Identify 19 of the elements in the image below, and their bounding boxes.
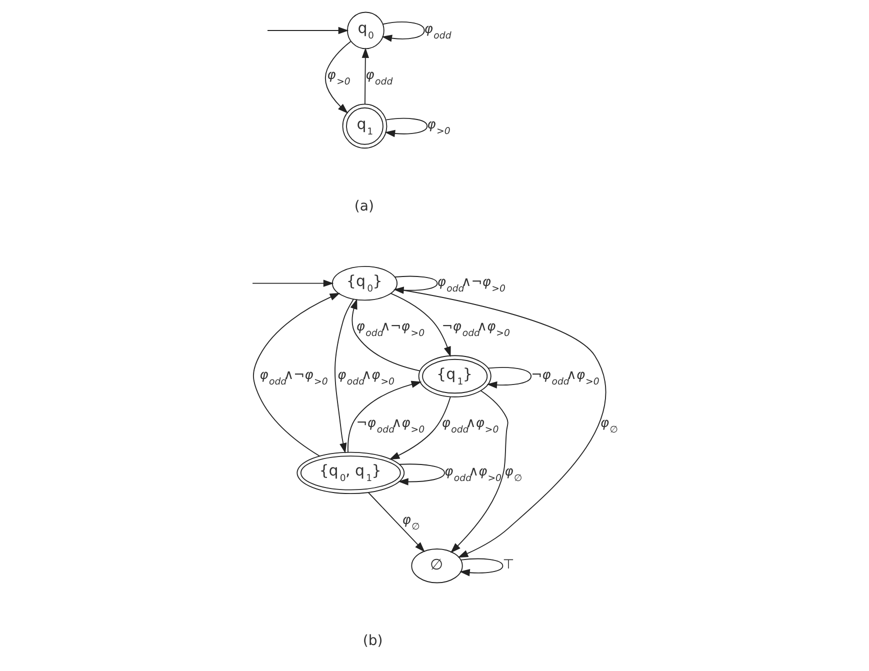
edge-label: φ$_{>0}$ bbox=[427, 118, 450, 138]
edge-label: φ$_{odd}$∧¬φ$_{>0}$ bbox=[437, 274, 506, 294]
edge-label: φ$_{∅}$ bbox=[504, 464, 522, 484]
edge-label: φ$_{odd}$∧¬φ$_{>0}$ bbox=[356, 319, 425, 339]
label: (b) bbox=[362, 633, 383, 650]
edge-label: φ$_{odd}$∧φ$_{>0}$ bbox=[444, 464, 502, 484]
edge-label: φ$_{∅}$ bbox=[600, 416, 618, 436]
edge-label: φ$_{>0}$ bbox=[327, 68, 350, 88]
edge-label: ⊤ bbox=[502, 557, 514, 572]
edge-label: φ$_{odd}$ bbox=[424, 22, 452, 42]
edge-label: φ$_{∅}$ bbox=[402, 512, 420, 532]
edge-label: φ$_{odd}$∧φ$_{>0}$ bbox=[338, 368, 395, 388]
edge-label: ¬φ$_{odd}$∧φ$_{>0}$ bbox=[442, 319, 510, 339]
edge-label: ¬φ$_{odd}$∧φ$_{>0}$ bbox=[531, 368, 600, 388]
edge-label: ¬φ$_{odd}$∧φ$_{>0}$ bbox=[356, 416, 425, 436]
edge-label: φ$_{odd}$∧φ$_{>0}$ bbox=[442, 416, 499, 436]
edge-label: φ$_{odd}$∧¬φ$_{>0}$ bbox=[260, 368, 328, 388]
label: (a) bbox=[354, 198, 374, 215]
edge-label: φ$_{odd}$ bbox=[366, 68, 393, 88]
